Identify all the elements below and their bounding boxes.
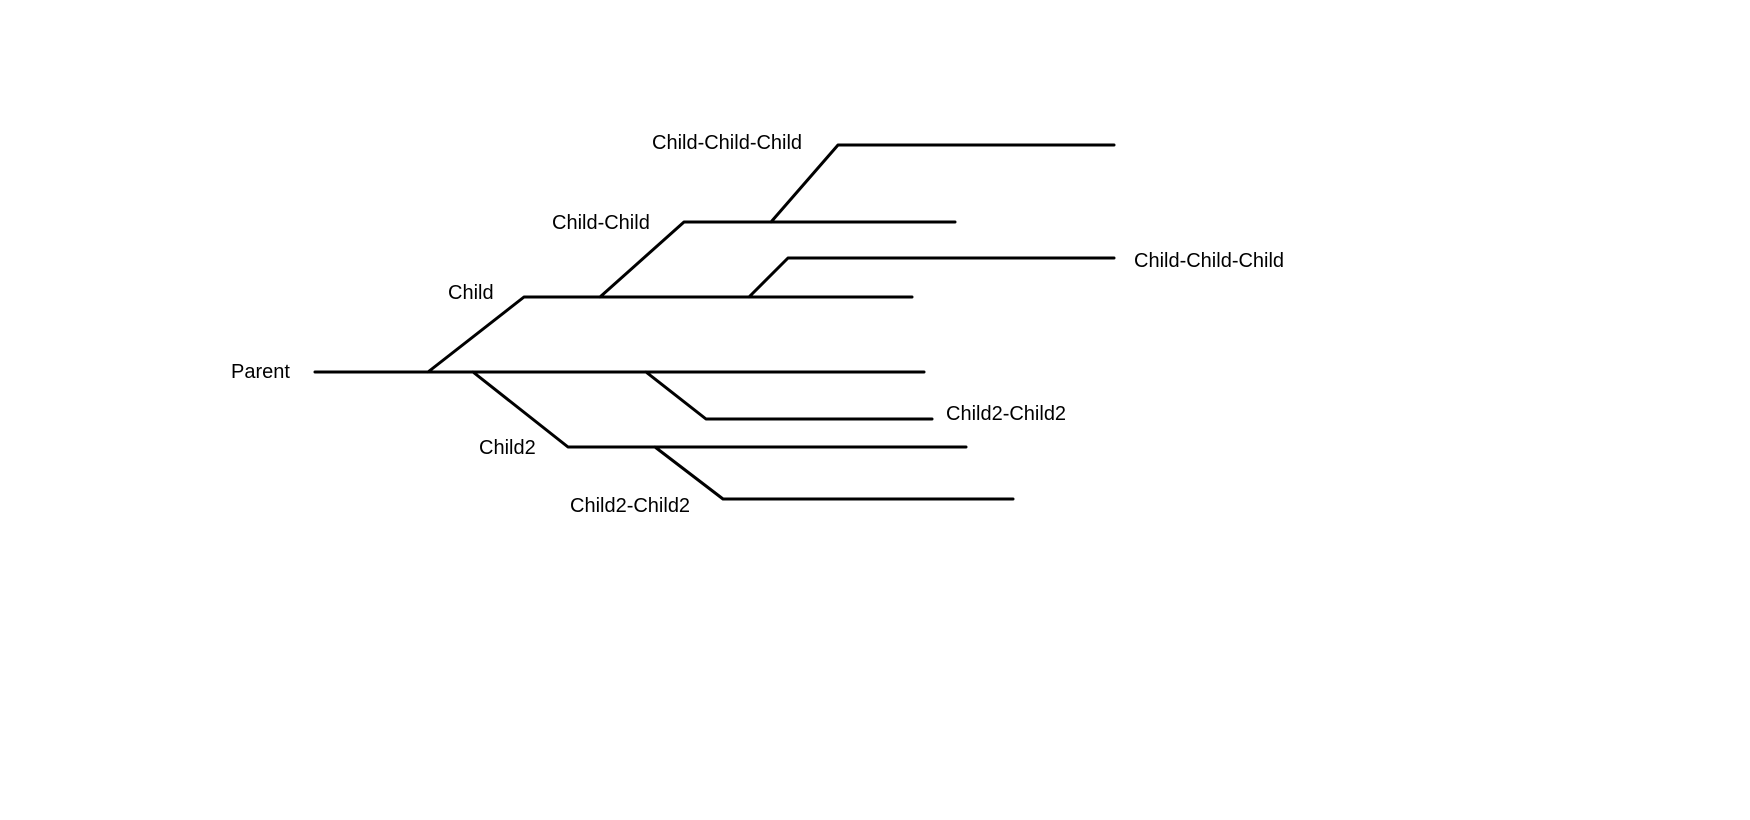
child-child-child-right-label: Child-Child-Child — [1134, 250, 1284, 272]
child-child-label: Child-Child — [552, 212, 650, 234]
child2-child2-bottom-label: Child2-Child2 — [570, 495, 690, 517]
child2-child2-bottom-line — [653, 445, 1015, 501]
child-child-child-right-line — [747, 256, 1116, 299]
child-label: Child — [448, 282, 494, 304]
child-child-line — [598, 220, 957, 299]
child2-label: Child2 — [479, 437, 536, 459]
child-child-child-top-line — [769, 143, 1116, 224]
child2-child2-right-label: Child2-Child2 — [946, 403, 1066, 425]
child2-child2-right-line — [644, 370, 934, 421]
child-line — [426, 295, 914, 374]
parent-label: Parent — [231, 361, 290, 383]
child2-line — [471, 370, 968, 449]
child-child-child-top-label: Child-Child-Child — [652, 132, 802, 154]
